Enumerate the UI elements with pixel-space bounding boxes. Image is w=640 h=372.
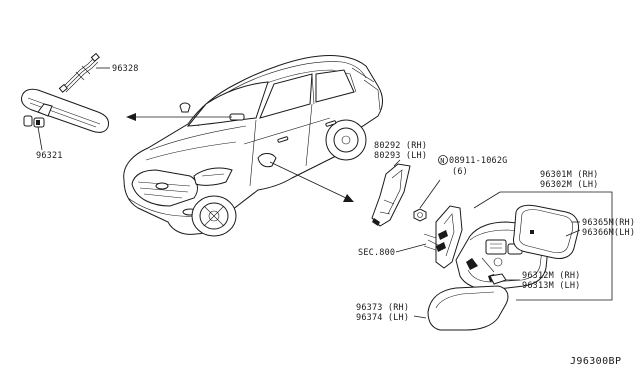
arrow-to-door-mirror — [269, 161, 354, 202]
mirror-wire-harness[interactable] — [58, 52, 100, 93]
arrow-to-rear-mirror — [126, 113, 232, 121]
mirror-base[interactable] — [423, 205, 463, 269]
label-96302: 96302M (LH) — [540, 180, 599, 190]
label-96374: 96374 (LH) — [356, 313, 409, 323]
label-96373: 96373 (RH) — [356, 303, 409, 313]
label-nut-qty: (6) — [452, 167, 468, 177]
label-96366: 96366M(LH) — [582, 228, 635, 238]
label-nut-number: 08911-1062G — [449, 156, 508, 166]
label-sec800: SEC.800 — [358, 248, 395, 258]
assembly-outline — [500, 191, 613, 301]
label-96301: 96301M (RH) — [540, 170, 599, 180]
car-illustration — [123, 55, 383, 237]
nut-marker: N — [440, 157, 444, 165]
label-96328: 96328 — [112, 64, 139, 74]
diagram-code: J96300BP — [570, 356, 621, 367]
nut-label: N 08911-1062G (6) — [438, 155, 508, 177]
label-80292: 80292 (RH) — [374, 141, 427, 151]
label-96313: 96313M (LH) — [522, 281, 581, 291]
mirror-cover[interactable] — [427, 285, 509, 331]
label-96321: 96321 — [36, 151, 63, 161]
label-80293: 80293 (LH) — [374, 151, 427, 161]
rear-view-mirror[interactable] — [21, 88, 109, 133]
label-96365: 96365M(RH) — [582, 218, 635, 228]
corner-finisher[interactable] — [371, 163, 411, 227]
label-96312: 96312M (RH) — [522, 271, 581, 281]
hex-nut[interactable] — [413, 208, 427, 222]
mirror-glass[interactable] — [513, 204, 579, 259]
